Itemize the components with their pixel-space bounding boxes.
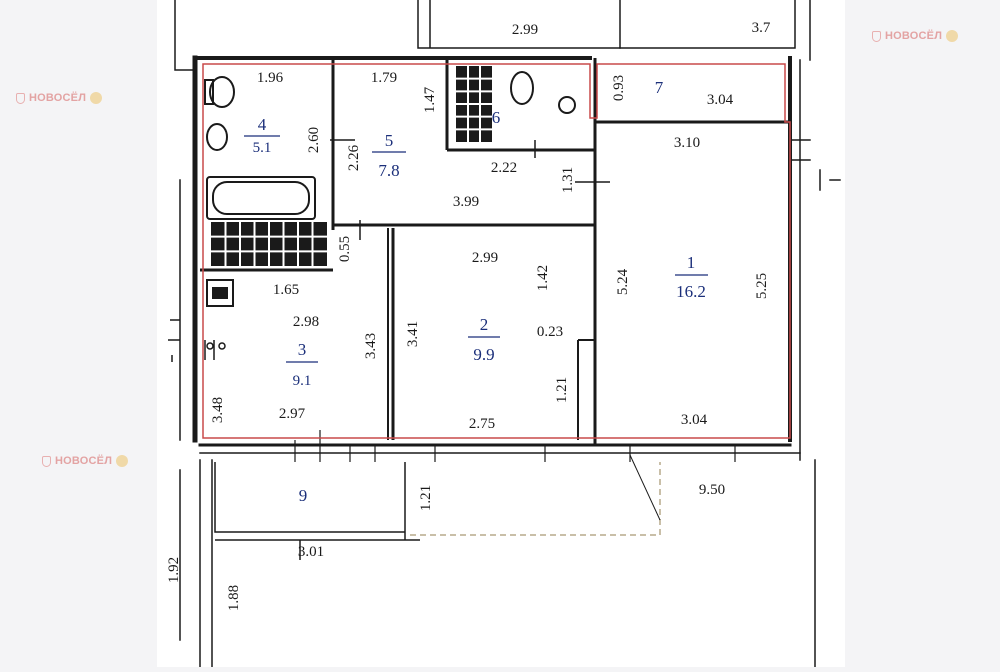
- room-4-area: 5.1: [253, 140, 272, 156]
- toilet-6-icon: [510, 71, 534, 105]
- door-5-tick: [330, 139, 610, 240]
- toilet-4-tank-icon: [204, 79, 214, 105]
- watermark-logo-icon: [42, 455, 51, 467]
- room-7-number: 7: [655, 78, 664, 97]
- fixtures: [204, 71, 576, 307]
- balcony: [214, 454, 661, 560]
- dim-label: 2.26: [346, 144, 362, 171]
- dim-label: 1.47: [422, 86, 438, 113]
- sink-4-icon: [206, 123, 228, 151]
- tile-grid-4: [211, 222, 327, 266]
- watermark-bottom-left: НОВОСЁЛ: [42, 455, 129, 467]
- dim-label: 1.21: [554, 377, 570, 403]
- tiles: [211, 66, 492, 266]
- dim-label: 3.04: [707, 92, 734, 108]
- room-5-area: 7.8: [378, 161, 399, 180]
- dim-label: 2.60: [306, 127, 322, 153]
- bathtub-inner-icon: [212, 181, 310, 215]
- dim-label: 1.88: [226, 585, 242, 611]
- watermark-badge-icon: [946, 30, 959, 42]
- lower-neighbor: [215, 539, 420, 560]
- dim-label: 1.31: [560, 167, 576, 193]
- dim-label: 3.04: [681, 412, 708, 428]
- washer-icon: [206, 279, 234, 307]
- left-window-markers: [168, 319, 226, 362]
- watermark-top-left: НОВОСЁЛ: [16, 92, 103, 104]
- dim-label: 5.25: [754, 273, 770, 299]
- dim-label: 2.75: [469, 416, 495, 432]
- room-labels: 1 16.2 2 9.9 3 9.1 4 5.1 5 7.8 6 7 9: [244, 78, 708, 505]
- room-4-number: 4: [258, 115, 267, 134]
- partitions: [200, 58, 790, 462]
- toilet-4-icon: [209, 76, 235, 108]
- dim-label: 3.41: [405, 321, 421, 347]
- room-3-area: 9.1: [293, 373, 312, 389]
- right-outer-frame: [799, 59, 816, 668]
- watermark-logo-icon: [872, 30, 881, 42]
- watermark-brand: НОВОСЁЛ: [885, 30, 943, 42]
- walls: [174, 0, 841, 668]
- apartment-outline: [202, 63, 791, 439]
- dim-label: 2.22: [491, 160, 517, 176]
- watermark-badge-icon: [116, 455, 129, 467]
- room-3-number: 3: [298, 340, 307, 359]
- plan-canvas: 1 16.2 2 9.9 3 9.1 4 5.1 5 7.8 6 7 9: [157, 0, 845, 668]
- tile-grid-6: [456, 66, 492, 142]
- left-outer-frame-2: [199, 459, 213, 668]
- right-window: [789, 139, 811, 161]
- dim-label: 0.23: [537, 324, 563, 340]
- watermark-top-right: НОВОСЁЛ: [872, 30, 959, 42]
- watermark-logo-icon: [16, 92, 25, 104]
- washer-inner-icon: [212, 287, 228, 299]
- dim-label: 1.42: [535, 265, 551, 291]
- upper-neighbor-right: [619, 0, 811, 61]
- balcony-diagonal: [629, 454, 661, 521]
- dim-label: 2.99: [512, 22, 538, 38]
- dim-label: 1.21: [418, 485, 434, 511]
- dim-label: 3.99: [453, 194, 479, 210]
- dim-label: 2.98: [293, 314, 319, 330]
- right-window-2: [819, 169, 841, 191]
- dim-label: 3.48: [210, 397, 226, 423]
- room-6-number: 6: [492, 108, 501, 127]
- balcony-dashed: [410, 462, 661, 536]
- dim-label: 1.65: [273, 282, 299, 298]
- dim-label: 2.97: [279, 406, 306, 422]
- balcony-walls: [214, 462, 406, 540]
- dim-label: 3.10: [674, 135, 700, 151]
- sink-6-icon: [558, 96, 576, 114]
- dim-label: 3.7: [752, 20, 771, 36]
- dimension-labels: 2.99 3.7 1.96 1.79 1.47 0.93 3.04 2.60 2…: [166, 20, 771, 611]
- dim-label: 3.43: [363, 333, 379, 359]
- watermark-brand: НОВОСЁЛ: [29, 92, 87, 104]
- bottom-ticks: [294, 430, 736, 462]
- dim-label: 2.99: [472, 250, 498, 266]
- room-2-area: 9.9: [473, 345, 494, 364]
- room-2-number: 2: [480, 315, 489, 334]
- dim-label: 9.50: [699, 482, 725, 498]
- dim-label: 1.96: [257, 70, 284, 86]
- small-ring-icon: [218, 342, 226, 350]
- outline-main: [202, 63, 791, 439]
- watermark-brand: НОВОСЁЛ: [55, 455, 113, 467]
- dim-label: 3.01: [298, 544, 324, 560]
- room-5-number: 5: [385, 131, 394, 150]
- dim-label: 0.55: [337, 236, 353, 262]
- window-marker: [168, 319, 215, 362]
- room-1-area: 16.2: [676, 282, 706, 301]
- bathtub-icon: [206, 176, 316, 220]
- floor-plan-drawing: 1 16.2 2 9.9 3 9.1 4 5.1 5 7.8 6 7 9: [166, 0, 841, 668]
- small-ring-icon: [206, 342, 214, 350]
- dim-label: 5.24: [615, 268, 631, 295]
- watermark-badge-icon: [90, 92, 103, 104]
- upper-neighbor-left: [174, 0, 196, 71]
- dim-label: 1.92: [166, 557, 182, 583]
- dim-label: 1.79: [371, 70, 397, 86]
- dim-label: 0.93: [611, 75, 627, 101]
- room-1-number: 1: [687, 253, 696, 272]
- room-9-number: 9: [299, 486, 308, 505]
